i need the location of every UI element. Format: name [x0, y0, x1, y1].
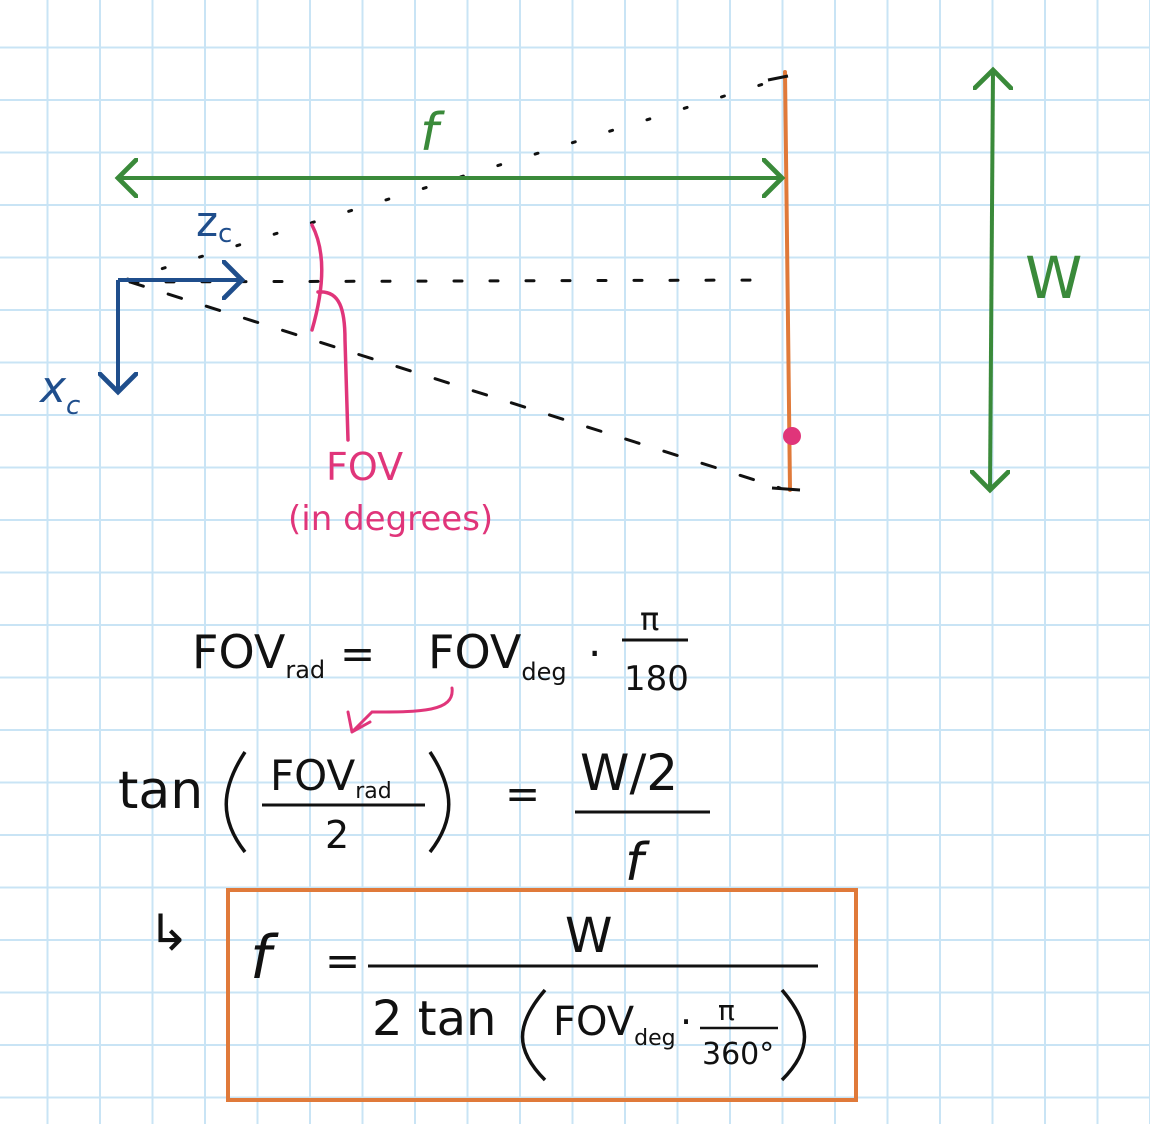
svg-text:=: = [505, 769, 540, 818]
z-axis-label: zc [196, 197, 232, 249]
svg-text:tan: tan [118, 761, 203, 821]
svg-text:2: 2 [325, 813, 349, 857]
svg-text:2 tan: 2 tan [372, 991, 496, 1047]
svg-text:π: π [718, 994, 735, 1027]
fov-brace [310, 223, 350, 442]
frustum-top-line [123, 80, 772, 282]
fov-label: FOV [326, 445, 403, 489]
image-plane-line [783, 70, 792, 492]
svg-text:180: 180 [624, 659, 689, 699]
focal-length-label: f [420, 103, 445, 163]
image-point-dot [783, 427, 801, 445]
equation-focal-result: f = W 2 tan FOVdeg · π 360° [250, 908, 818, 1082]
equation-tan: tan FOVrad 2 = W/2 f [118, 744, 710, 893]
svg-text:FOVrad: FOVrad [270, 751, 392, 804]
svg-text:FOVdeg: FOVdeg [428, 625, 567, 686]
svg-text:=: = [340, 629, 375, 678]
result-arrow: ↳ [148, 904, 190, 962]
width-label: W [1025, 244, 1082, 312]
svg-text:W/2: W/2 [580, 744, 678, 802]
image-plane-top-tick [767, 74, 789, 82]
svg-text:FOVrad: FOVrad [192, 625, 325, 684]
image-plane-bottom-tick [771, 486, 801, 492]
frustum-bottom-line [128, 280, 782, 490]
equation-fov-rad: FOVrad = FOVdeg · π 180 [192, 600, 689, 699]
svg-text:·: · [588, 629, 601, 678]
svg-text:f: f [250, 923, 279, 993]
svg-text:=: = [325, 936, 360, 985]
svg-text:W: W [565, 908, 612, 964]
svg-text:360°: 360° [702, 1037, 774, 1072]
width-arrow [990, 70, 993, 490]
svg-text:π: π [640, 600, 659, 638]
substitution-arrow [346, 686, 454, 734]
svg-text:·: · [680, 1000, 692, 1044]
x-axis-label: xc [38, 362, 80, 421]
fov-note: (in degrees) [288, 499, 493, 539]
svg-text:FOVdeg: FOVdeg [553, 999, 676, 1051]
result-box [226, 888, 858, 1102]
svg-text:f: f [625, 833, 650, 893]
